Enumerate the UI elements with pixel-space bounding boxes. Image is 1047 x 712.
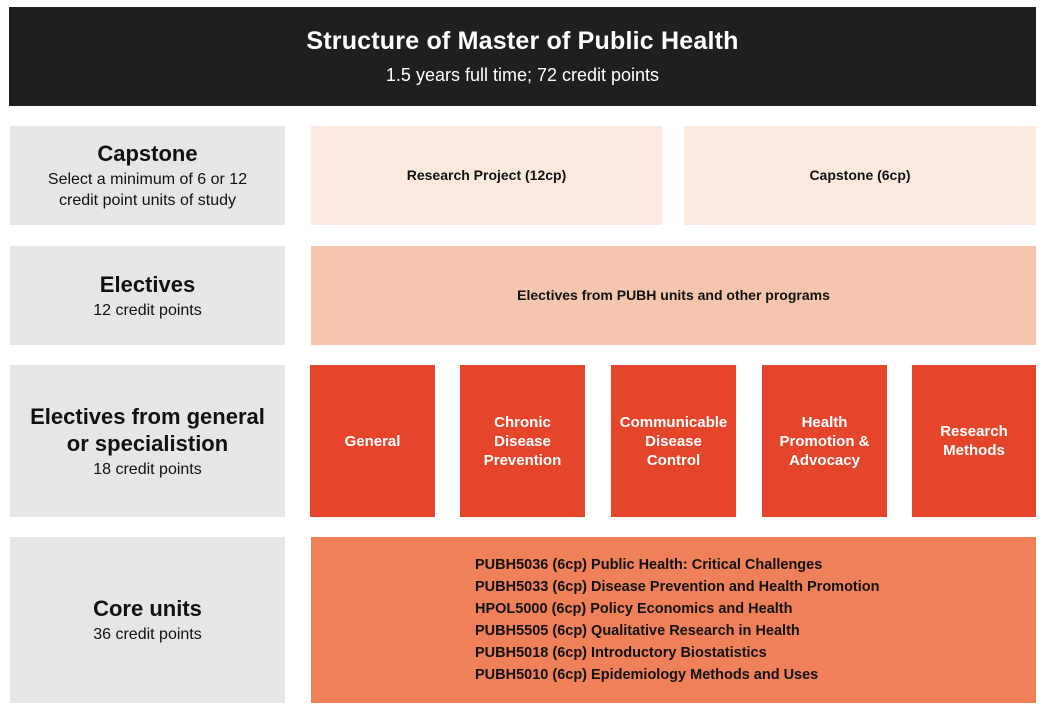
- core-units-box: PUBH5036 (6cp) Public Health: Critical C…: [311, 537, 1036, 703]
- specialisation-box-communicable-disease: Communicable Disease Control: [611, 365, 736, 517]
- core-row-label: Core units 36 credit points: [10, 537, 285, 703]
- capstone-unit-box: Capstone (6cp): [684, 126, 1036, 225]
- core-unit-item: PUBH5033 (6cp) Disease Prevention and He…: [475, 579, 880, 595]
- specialisation-box-research-methods: Research Methods: [912, 365, 1036, 517]
- specialisation-label-chronic-disease: Chronic Disease Prevention: [483, 413, 562, 469]
- diagram-subtitle: 1.5 years full time; 72 credit points: [385, 65, 660, 85]
- electives-content-box: Electives from PUBH units and other prog…: [311, 246, 1036, 345]
- electives-title: Electives: [99, 271, 196, 297]
- capstone-unit-label: Capstone (6cp): [809, 167, 911, 183]
- research-project-box: Research Project (12cp): [311, 126, 662, 225]
- core-unit-item: HPOL5000 (6cp) Policy Economics and Heal…: [475, 601, 793, 617]
- capstone-title: Capstone: [97, 141, 198, 166]
- specialisation-label-research-methods: Research Methods: [940, 423, 1008, 459]
- core-unit-item: PUBH5036 (6cp) Public Health: Critical C…: [475, 557, 823, 573]
- capstone-row-label: Capstone Select a minimum of 6 or 12 cre…: [10, 126, 285, 225]
- core-unit-item: PUBH5010 (6cp) Epidemiology Methods and …: [475, 667, 819, 683]
- specialisation-title: Electives from general or specialistion: [30, 403, 265, 456]
- electives-row-label: Electives 12 credit points: [10, 246, 285, 345]
- core-unit-item: PUBH5018 (6cp) Introductory Biostatistic…: [475, 645, 767, 661]
- specialisation-label-health-promotion: Health Promotion & Advocacy: [779, 413, 870, 469]
- core-description: 36 credit points: [93, 626, 202, 643]
- specialisation-label-communicable-disease: Communicable Disease Control: [619, 413, 728, 469]
- core-unit-item: PUBH5505 (6cp) Qualitative Research in H…: [475, 623, 800, 639]
- diagram-title: Structure of Master of Public Health: [306, 27, 739, 55]
- electives-content-label: Electives from PUBH units and other prog…: [517, 287, 830, 303]
- specialisation-box-health-promotion: Health Promotion & Advocacy: [762, 365, 887, 517]
- specialisation-box-chronic-disease: Chronic Disease Prevention: [460, 365, 585, 517]
- diagram-header: Structure of Master of Public Health 1.5…: [9, 7, 1036, 106]
- core-title: Core units: [93, 596, 202, 621]
- specialisation-description: 18 credit points: [93, 460, 202, 478]
- capstone-description: Select a minimum of 6 or 12 credit point…: [47, 171, 248, 209]
- specialisation-row-label: Electives from general or specialistion …: [10, 365, 285, 517]
- research-project-label: Research Project (12cp): [406, 167, 567, 183]
- electives-description: 12 credit points: [93, 301, 202, 319]
- specialisation-label-general: General: [344, 432, 401, 450]
- specialisation-box-general: General: [310, 365, 435, 517]
